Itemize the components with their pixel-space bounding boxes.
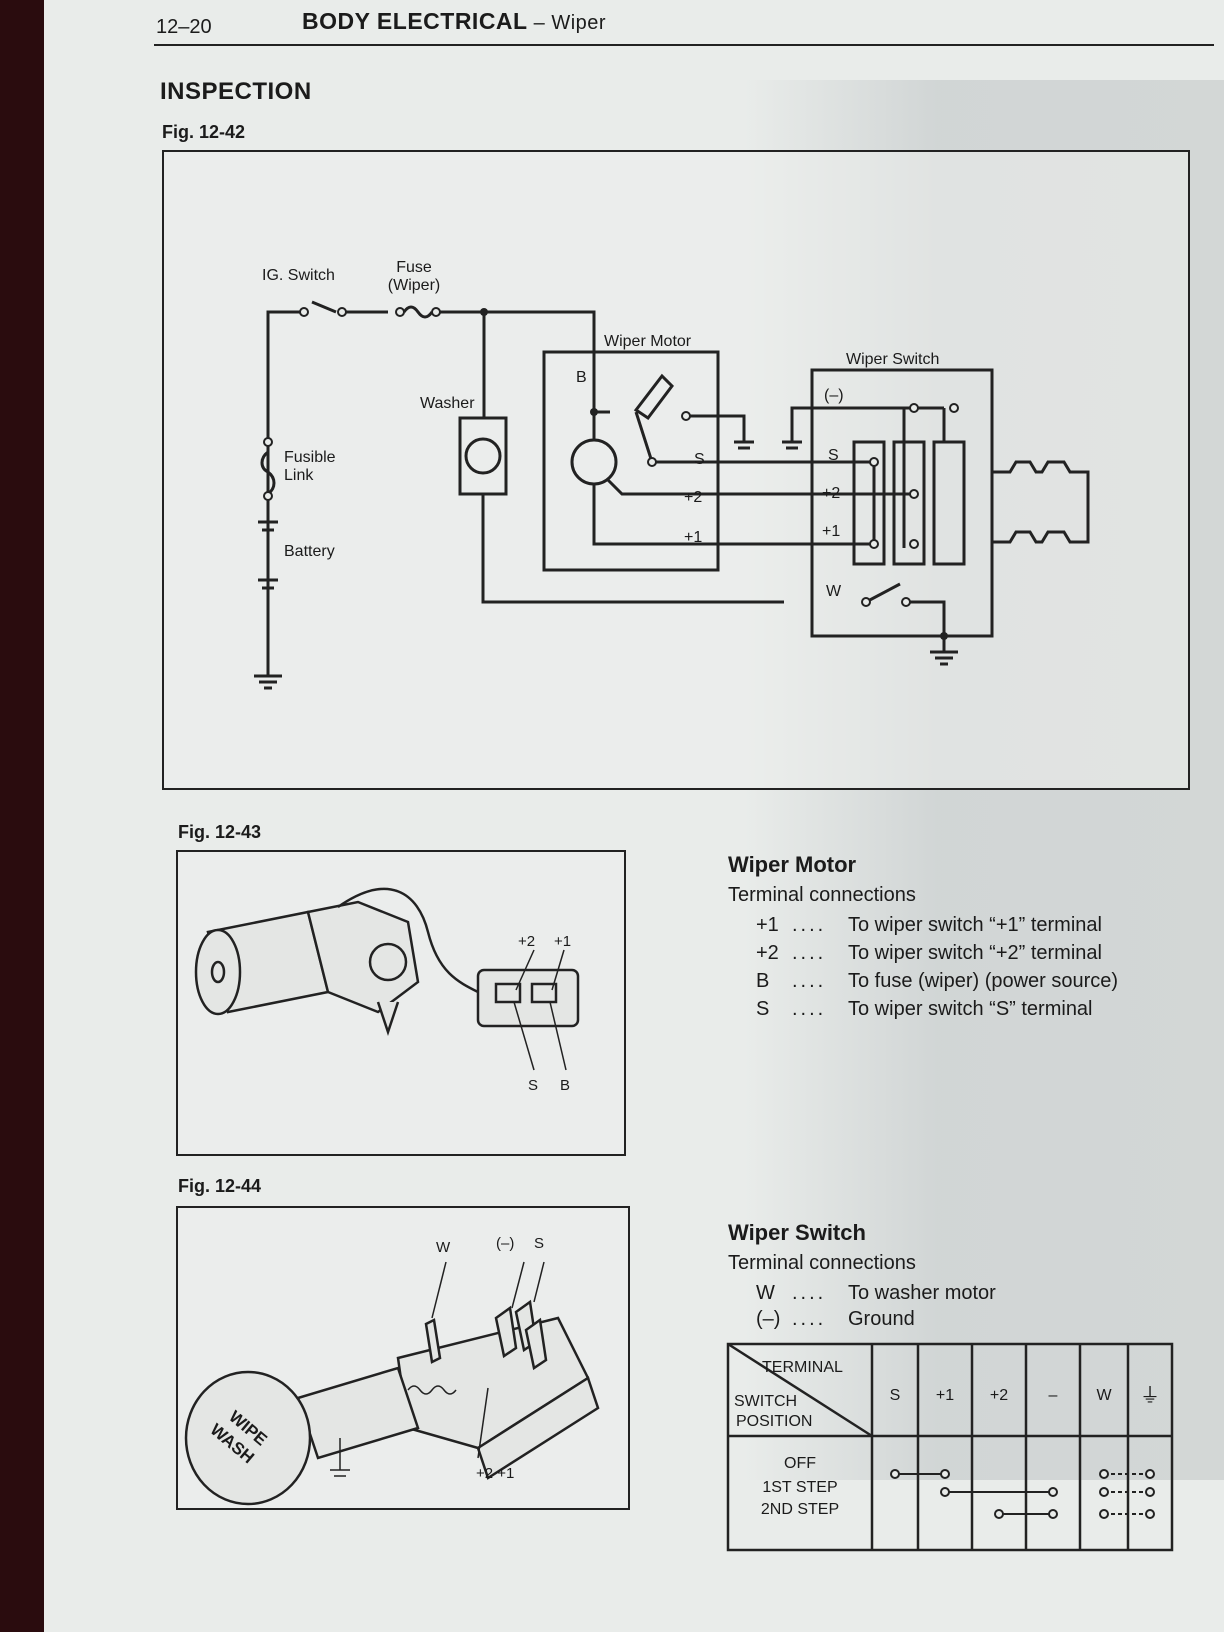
table-col-neg: – — [1049, 1387, 1058, 1404]
motor-fig-p1-label: +1 — [554, 933, 571, 950]
wiper-motor-terminal-description: To wiper switch “S” terminal — [848, 998, 1093, 1020]
wiper-motor-terminal-dots: .... — [792, 998, 827, 1020]
wiper-motor-terminal-dots: .... — [792, 970, 827, 992]
header-title: BODY ELECTRICAL — [302, 8, 528, 34]
washer-label: Washer — [420, 395, 475, 412]
wiper-switch-drawing: W (–) S +2 +1 WIPE WASH — [184, 1235, 600, 1506]
table-col-ground: ⏚ — [1140, 1385, 1160, 1407]
wiper-switch-title: Wiper Switch — [728, 1220, 866, 1245]
washer-motor-symbol — [464, 437, 502, 475]
wiper-motor-terminal-row: +1.... To wiper switch “+1” terminal — [756, 914, 1102, 937]
section-title: INSPECTION — [160, 78, 312, 105]
fusible-link-symbol — [260, 450, 276, 496]
wiper-motor-terminal-description: To wiper switch “+1” terminal — [848, 914, 1102, 936]
wiper-switch-terminal-terminal: (–) — [756, 1308, 781, 1330]
switch-s-label: S — [828, 447, 839, 464]
wiper-motor-terminal-row: +2.... To wiper switch “+2” terminal — [756, 942, 1102, 965]
table-corner-terminal: TERMINAL — [762, 1359, 843, 1376]
ig-switch-blade — [311, 300, 337, 314]
switch-position-table: TERMINAL SWITCH POSITION S +1 +2 – W ⏚ O… — [726, 1342, 1174, 1552]
wiper-switch-terminal-dots: .... — [792, 1308, 827, 1330]
table-corner-switch: SWITCH — [734, 1393, 797, 1410]
fuse-label: Fuse — [396, 259, 432, 276]
motor-b-label: B — [576, 369, 587, 386]
wiper-motor-terminal-terminal: S — [756, 998, 770, 1020]
wiper-motor-drawing: +2 +1 S B — [194, 887, 580, 1094]
wiper-motor-title: Wiper Motor — [728, 852, 857, 877]
wire-motor-p2 — [606, 478, 784, 496]
wire-fuse-motor — [432, 310, 610, 414]
motor-fig-s-label: S — [528, 1077, 538, 1094]
cam-lever — [633, 373, 674, 421]
wiper-switch-terminal-row: (–).... Ground — [756, 1308, 915, 1331]
table-col-p2: +2 — [990, 1387, 1008, 1404]
manual-page: 12–20 BODY ELECTRICAL – Wiper INSPECTION… — [44, 0, 1224, 1632]
wiper-motor-label: Wiper Motor — [604, 333, 692, 350]
switch-w-label: W — [826, 583, 842, 600]
switch-fig-p2p1-label: +2 +1 — [476, 1465, 514, 1482]
header-rule — [154, 44, 1214, 46]
switch-neg-label: (–) — [824, 387, 844, 404]
motor-armature — [570, 438, 618, 486]
header-subtitle: – Wiper — [527, 12, 607, 34]
wiper-switch-terminal-description: To washer motor — [848, 1282, 996, 1304]
switch-p2-label: +2 — [822, 485, 840, 502]
fuse-sub-label: (Wiper) — [388, 277, 440, 294]
wiring-diagram-svg: IG. Switch Fuse (Wiper) Fusible Link Bat… — [254, 259, 1090, 690]
wiper-motor-terminal-terminal: +1 — [756, 914, 779, 936]
wiper-switch-figure: W (–) S +2 +1 WIPE WASH — [176, 1206, 630, 1510]
fig-12-44-caption: Fig. 12-44 — [178, 1176, 262, 1196]
wiper-motor-figure: +2 +1 S B — [176, 850, 626, 1156]
wiper-switch-terminal-dots: .... — [792, 1282, 827, 1304]
wire-motor-s — [634, 411, 784, 464]
switch-knob — [990, 460, 1090, 544]
switch-p1-label: +1 — [822, 523, 840, 540]
wiper-motor-terminal-dots: .... — [792, 942, 827, 964]
wire-battery-ig — [266, 310, 304, 676]
wire-motor-p1 — [592, 484, 784, 546]
fuse-wiper-symbol — [402, 305, 434, 319]
table-col-s: S — [890, 1387, 901, 1404]
fusible-sub-label: Link — [284, 467, 314, 484]
table-col-w: W — [1096, 1387, 1112, 1404]
table-row-1st: 1ST STEP — [762, 1479, 837, 1496]
wiper-motor-terminal-dots: .... — [792, 914, 827, 936]
wiper-motor-terminal-terminal: B — [756, 970, 770, 992]
wiper-motor-subtitle: Terminal connections — [728, 884, 916, 906]
wiper-switch-terminal-row: W.... To washer motor — [756, 1282, 996, 1305]
table-col-p1: +1 — [936, 1387, 954, 1404]
wiper-switch-terminal-terminal: W — [756, 1282, 775, 1304]
wiper-motor-terminal-terminal: +2 — [756, 942, 779, 964]
wiper-switch-terminal-description: Ground — [848, 1308, 915, 1330]
wiring-diagram: IG. Switch Fuse (Wiper) Fusible Link Bat… — [162, 150, 1190, 790]
motor-fig-b-label: B — [560, 1077, 570, 1094]
table-row-off: OFF — [784, 1455, 816, 1472]
page-header: BODY ELECTRICAL – Wiper — [302, 8, 606, 35]
w-switch-blade — [865, 582, 901, 604]
motor-fig-p2-label: +2 — [518, 933, 535, 950]
motor-p2-label: +2 — [684, 489, 702, 506]
motor-s-label: S — [694, 451, 705, 468]
wiper-motor-terminal-row: B.... To fuse (wiper) (power source) — [756, 970, 1118, 993]
switch-fig-s-label: S — [534, 1235, 544, 1252]
fig-12-42-caption: Fig. 12-42 — [162, 122, 246, 142]
switch-fig-neg-label: (–) — [496, 1235, 514, 1252]
switch-fig-w-label: W — [436, 1239, 451, 1256]
wiper-motor-terminal-description: To wiper switch “+2” terminal — [848, 942, 1102, 964]
ig-switch-label: IG. Switch — [262, 267, 335, 284]
table-row-2nd: 2ND STEP — [761, 1501, 839, 1518]
wiper-motor-terminal-description: To fuse (wiper) (power source) — [848, 970, 1119, 992]
fig-12-43-caption: Fig. 12-43 — [178, 822, 262, 842]
motor-p1-label: +1 — [684, 529, 702, 546]
fusible-label: Fusible — [284, 449, 336, 466]
wiper-switch-subtitle: Terminal connections — [728, 1252, 916, 1274]
table-corner-position: POSITION — [736, 1413, 812, 1430]
wiper-switch-label: Wiper Switch — [846, 351, 939, 368]
wiper-motor-terminal-row: S.... To wiper switch “S” terminal — [756, 998, 1093, 1021]
page-number: 12–20 — [156, 16, 212, 38]
battery-label: Battery — [284, 543, 335, 560]
wire-washer-w — [481, 494, 784, 604]
